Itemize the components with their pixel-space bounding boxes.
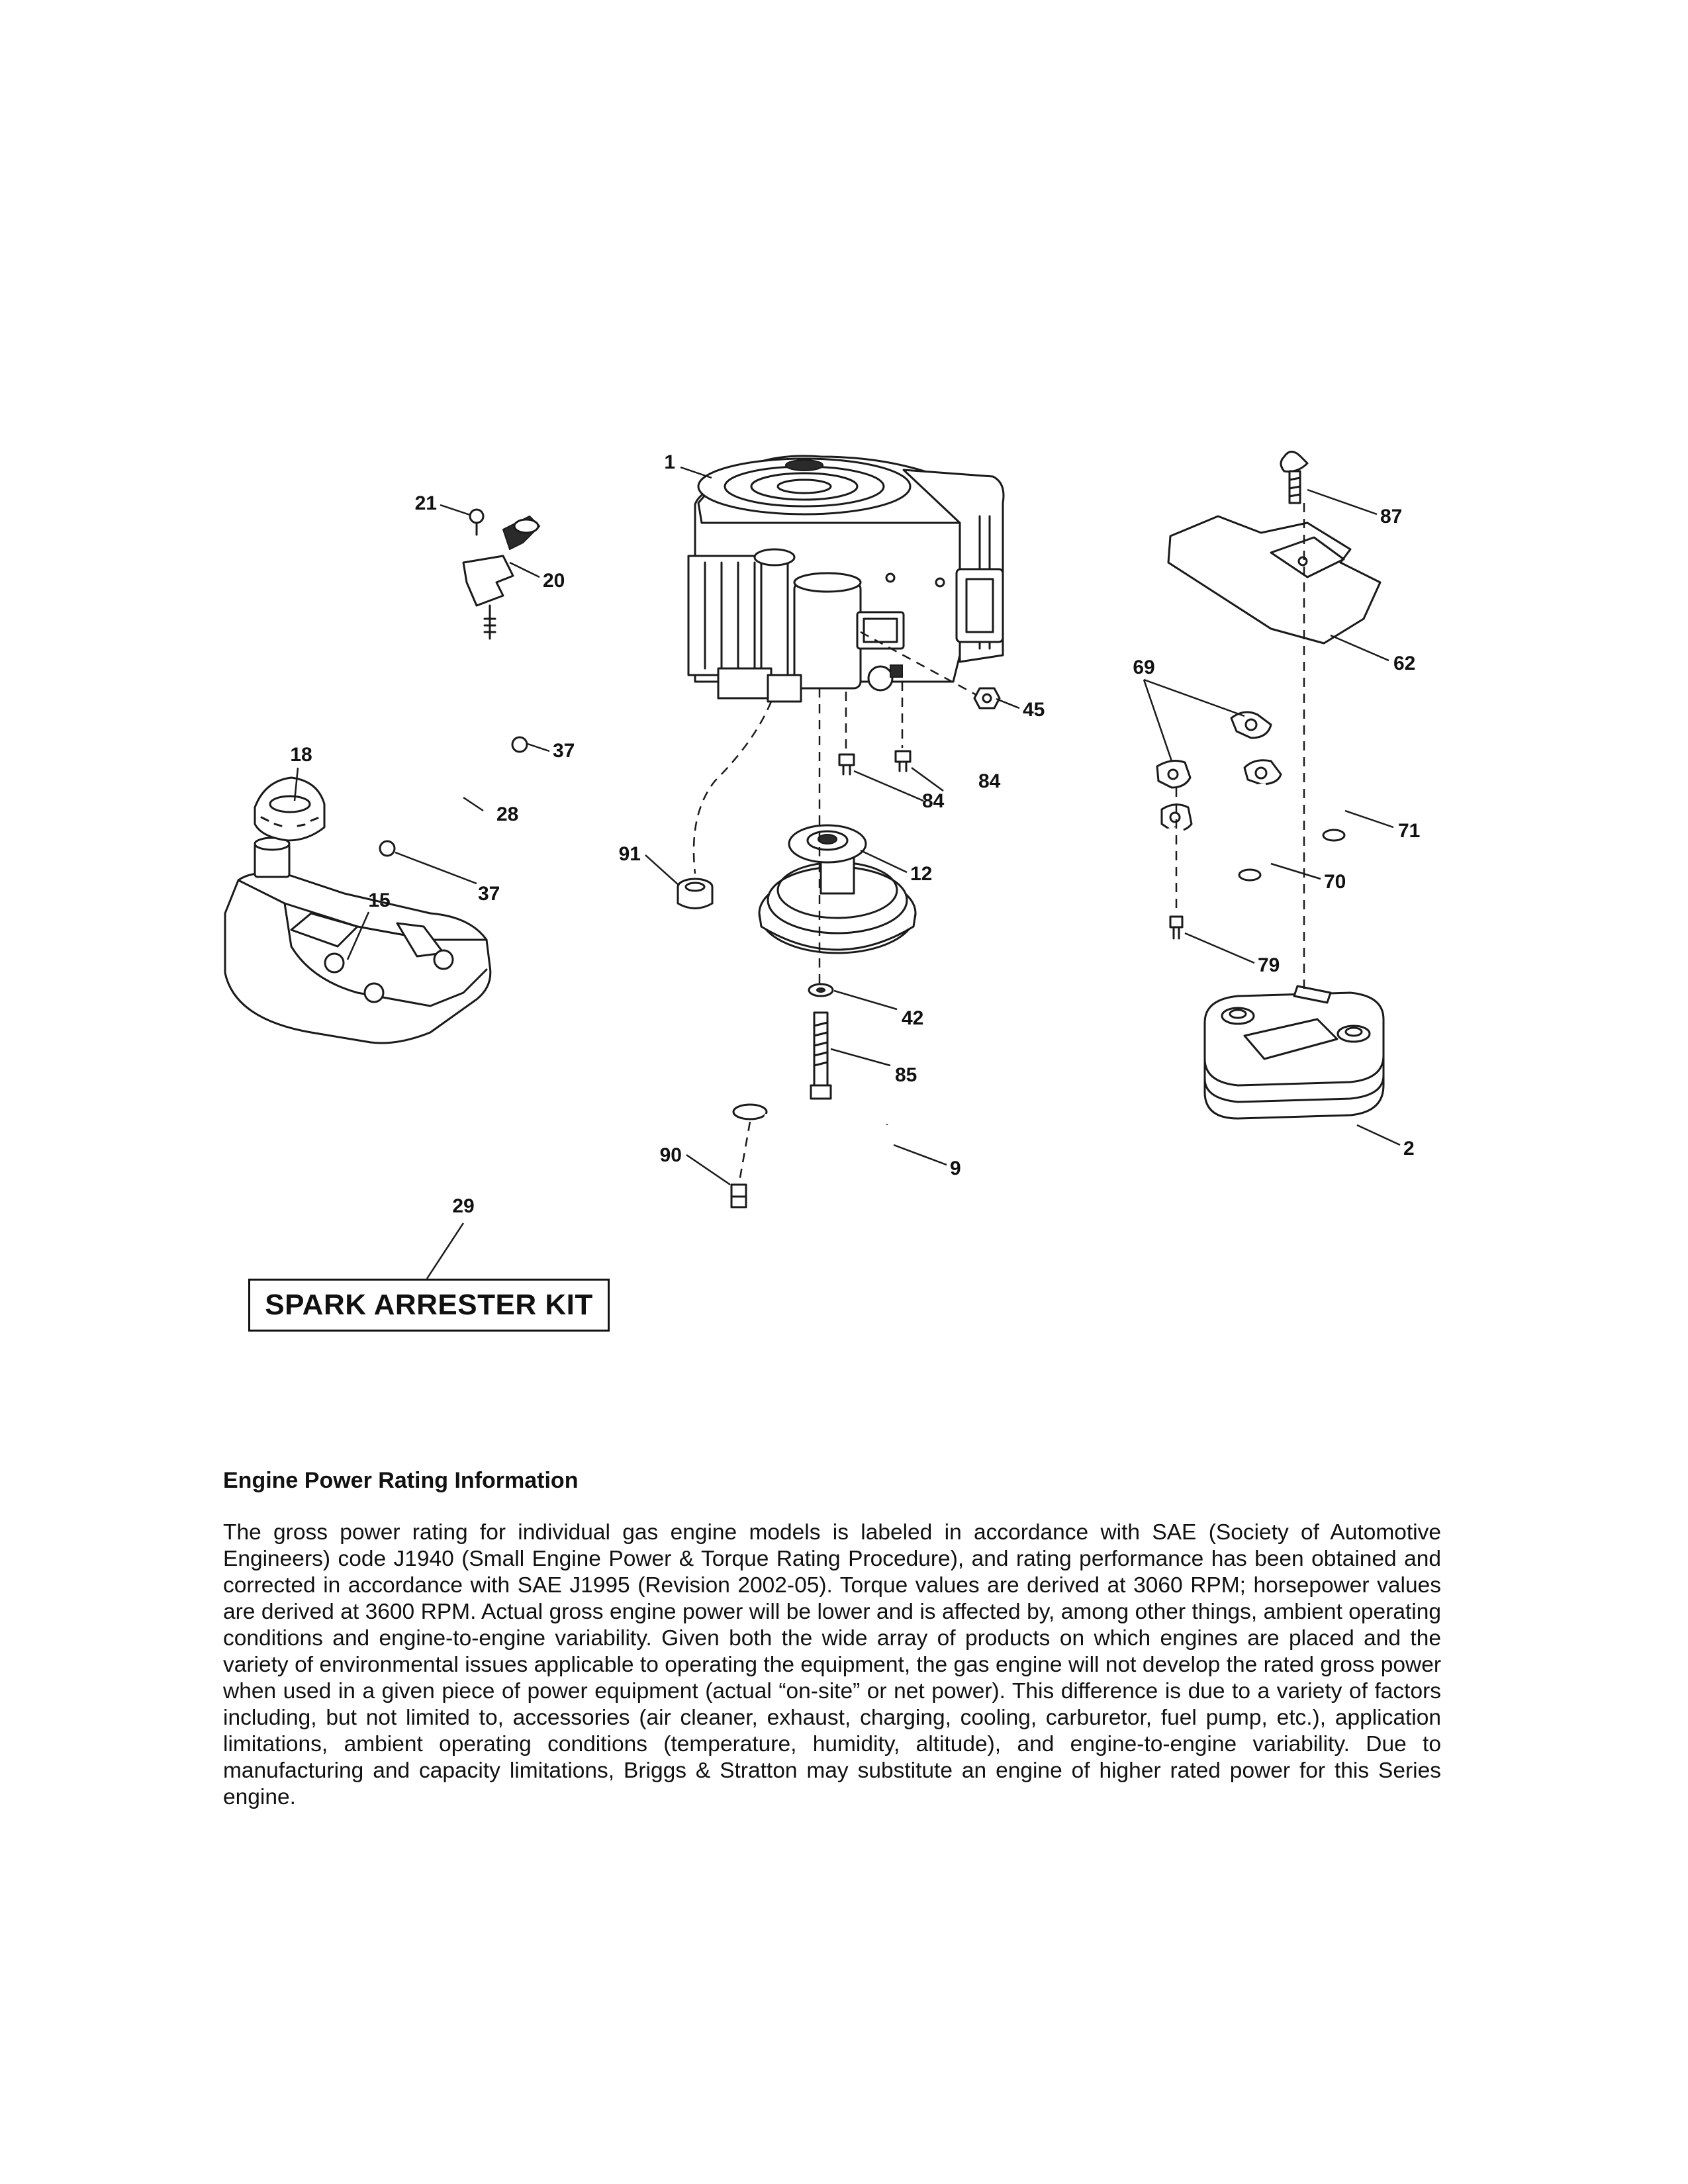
bracket-part	[732, 1103, 925, 1216]
callout-79: 79	[1258, 954, 1280, 976]
callout-21: 21	[415, 492, 437, 514]
callout-37-lower: 37	[478, 883, 500, 905]
callout-87: 87	[1380, 506, 1402, 527]
spacer-part	[677, 878, 714, 909]
muffler-part	[1203, 985, 1385, 1120]
callout-1: 1	[664, 451, 675, 473]
callout-15: 15	[368, 889, 390, 911]
parts-diagram: 1 21 20 18 15 37 28 37 45 84 84 91 12 42…	[224, 451, 1420, 1279]
callout-84-left: 84	[922, 790, 945, 812]
callout-37-upper: 37	[553, 740, 575, 762]
callout-91: 91	[619, 843, 641, 865]
spark-arrester-kit-label: SPARK ARRESTER KIT	[265, 1289, 593, 1321]
engine-power-rating-text: The gross power rating for individual ga…	[223, 1520, 1441, 1809]
callout-labels: 1 21 20 18 15 37 28 37 45 84 84 91 12 42…	[290, 451, 1420, 1217]
callout-20: 20	[543, 570, 565, 592]
callout-45: 45	[1023, 699, 1045, 721]
fuel-line-part	[379, 736, 528, 857]
exhaust-parts	[1156, 711, 1346, 940]
fuel-shutoff-part	[462, 508, 541, 640]
callout-29: 29	[452, 1195, 474, 1217]
callout-90: 90	[660, 1144, 682, 1166]
callout-28: 28	[496, 803, 518, 825]
callout-84-right: 84	[978, 770, 1001, 792]
assembly-lines	[692, 503, 1305, 1182]
fastener-parts	[730, 687, 1001, 1208]
callout-12: 12	[910, 863, 932, 885]
callout-2: 2	[1403, 1138, 1415, 1160]
spark-arrester-kit-box: SPARK ARRESTER KIT	[248, 1279, 610, 1332]
callout-62: 62	[1393, 653, 1415, 674]
engine-part	[687, 455, 1005, 703]
callout-42: 42	[902, 1007, 923, 1029]
fuel-tank-part	[224, 776, 492, 1044]
pulley-part	[758, 824, 917, 954]
leader-lines	[293, 466, 1401, 1279]
callout-70: 70	[1324, 871, 1346, 893]
engine-power-rating-title: Engine Power Rating Information	[223, 1468, 579, 1493]
callout-69: 69	[1133, 657, 1154, 678]
callout-71: 71	[1398, 820, 1420, 842]
heat-shield-part	[1167, 451, 1382, 645]
callout-9: 9	[950, 1158, 961, 1179]
callout-85: 85	[895, 1064, 917, 1086]
callout-18: 18	[290, 744, 312, 766]
